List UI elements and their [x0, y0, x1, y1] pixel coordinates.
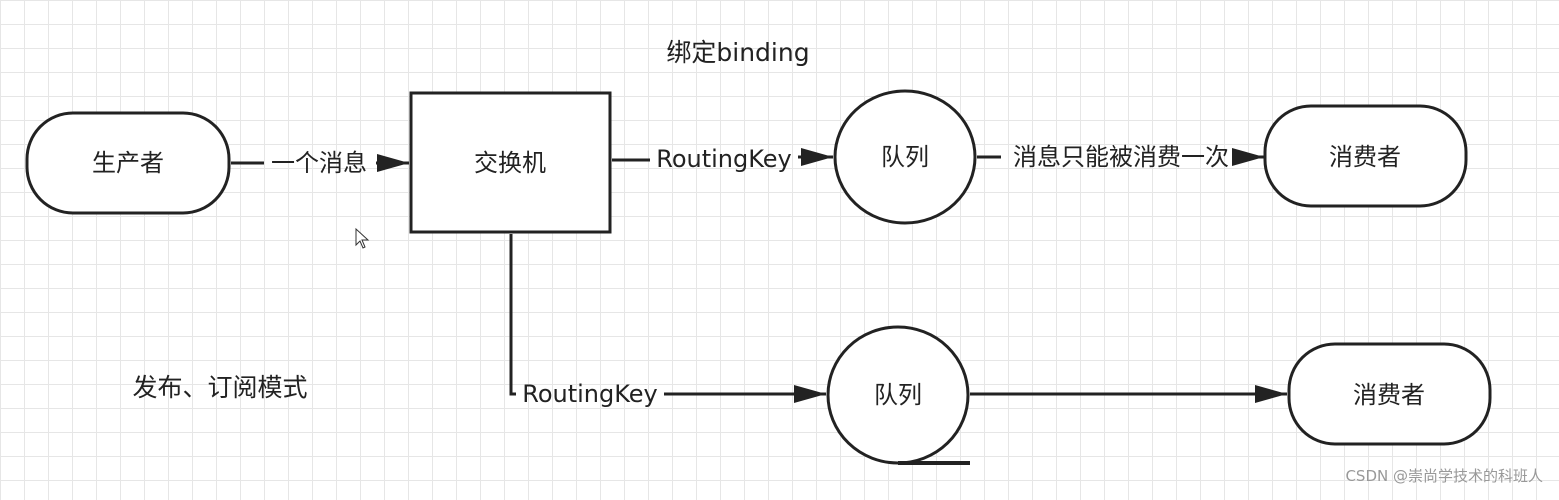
queue-2-node[interactable]: 队列: [826, 325, 970, 465]
consumer-2-node[interactable]: 消费者: [1287, 342, 1492, 446]
exchange-label: 交换机: [474, 149, 546, 177]
queue-1-label: 队列: [881, 143, 929, 171]
edge-exchange-to-queue-2[interactable]: RoutingKey: [509, 234, 826, 408]
mouse-cursor-icon: [355, 227, 370, 249]
binding-note: 绑定binding: [666, 38, 809, 67]
edge-queue-1-to-consumer-1[interactable]: 消息只能被消费一次: [977, 143, 1264, 171]
exchange-node[interactable]: 交换机: [409, 91, 612, 234]
producer-label: 生产者: [92, 149, 164, 177]
edge-label-consume-once: 消息只能被消费一次: [1013, 143, 1229, 171]
queue-1-node[interactable]: 队列: [833, 89, 977, 225]
edge-label-routing-key-2: RoutingKey: [522, 380, 658, 408]
queue-2-label: 队列: [874, 381, 922, 409]
edge-producer-to-exchange[interactable]: 一个消息: [231, 149, 409, 177]
consumer-1-label: 消费者: [1329, 143, 1401, 171]
edge-exchange-to-queue-1[interactable]: RoutingKey: [612, 145, 833, 173]
edge-label-routing-key-1: RoutingKey: [656, 145, 792, 173]
edge-label-one-message: 一个消息: [271, 149, 367, 177]
consumer-1-node[interactable]: 消费者: [1263, 104, 1468, 208]
pattern-title: 发布、订阅模式: [132, 373, 307, 402]
consumer-2-label: 消费者: [1353, 381, 1425, 409]
producer-node[interactable]: 生产者: [25, 111, 231, 215]
watermark: CSDN @崇尚学技术的科班人: [1345, 467, 1543, 485]
